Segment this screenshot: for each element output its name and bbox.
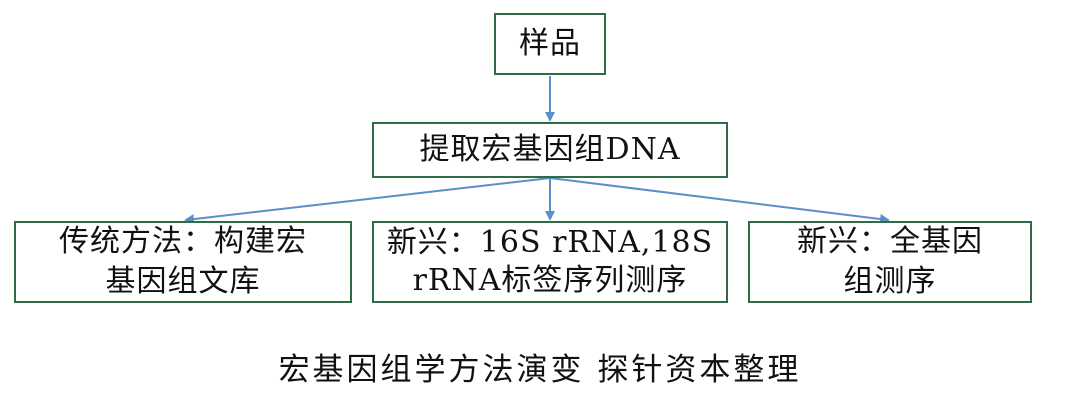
sample-box: 样品 <box>494 13 606 75</box>
arrow-extract-to-wgs <box>549 177 890 224</box>
whole-genome-sequencing-label: 新兴：全基因组测序 <box>797 224 983 299</box>
whole-genome-sequencing-box: 新兴：全基因组测序 <box>748 221 1032 303</box>
arrow-extract-to-traditional <box>184 177 551 225</box>
figure-caption: 宏基因组学方法演变 探针资本整理 <box>278 352 802 388</box>
sample-label: 样品 <box>519 26 581 61</box>
extract-dna-box: 提取宏基因组DNA <box>372 122 728 178</box>
traditional-method-label: 传统方法：构建宏基因组文库 <box>59 224 307 299</box>
traditional-method-box: 传统方法：构建宏基因组文库 <box>14 221 352 303</box>
extract-dna-label: 提取宏基因组DNA <box>419 132 681 167</box>
